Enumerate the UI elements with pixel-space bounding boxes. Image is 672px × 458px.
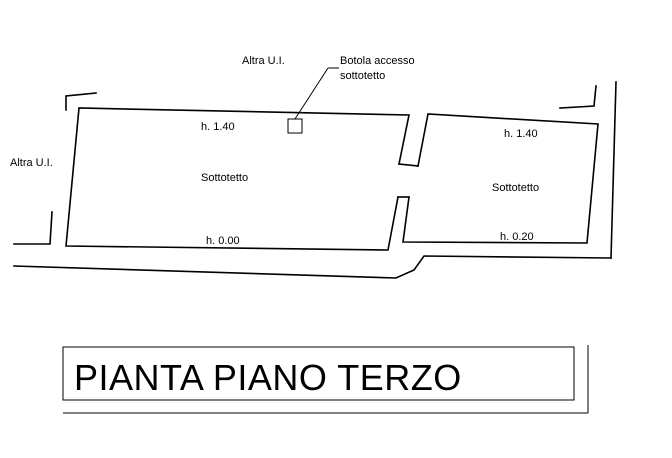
room-left-height-bottom: h. 0.00: [206, 235, 240, 247]
hatch-leader: [294, 67, 329, 120]
outer-wall-right: [610, 81, 617, 259]
room-left-height-top: h. 1.40: [201, 121, 235, 133]
neighbor-unit-left-label: Altra U.I.: [10, 157, 53, 169]
door-jamb-top-right: [398, 163, 419, 167]
room-left-name: Sottotetto: [201, 172, 248, 184]
room-right-height-bottom: h. 0.20: [500, 231, 534, 243]
room-right-name: Sottotetto: [492, 182, 539, 194]
hatch-square: [287, 118, 303, 134]
room-right-outline: [402, 113, 599, 244]
outer-wall-bottom: [13, 255, 612, 279]
neighbor-unit-top-label: Altra U.I.: [242, 55, 285, 67]
outer-wall-left: [13, 211, 53, 245]
hatch-label-line1: Botola accesso: [340, 55, 415, 67]
page-title: PIANTA PIANO TERZO: [74, 357, 462, 398]
hatch-label-line2: sottotetto: [340, 70, 385, 82]
room-right-height-top: h. 1.40: [504, 128, 538, 140]
outer-wall-top-left: [65, 92, 97, 111]
room-left-outline: [65, 107, 410, 251]
outer-wall-top-right: [559, 85, 597, 109]
title-box: [62, 346, 575, 401]
